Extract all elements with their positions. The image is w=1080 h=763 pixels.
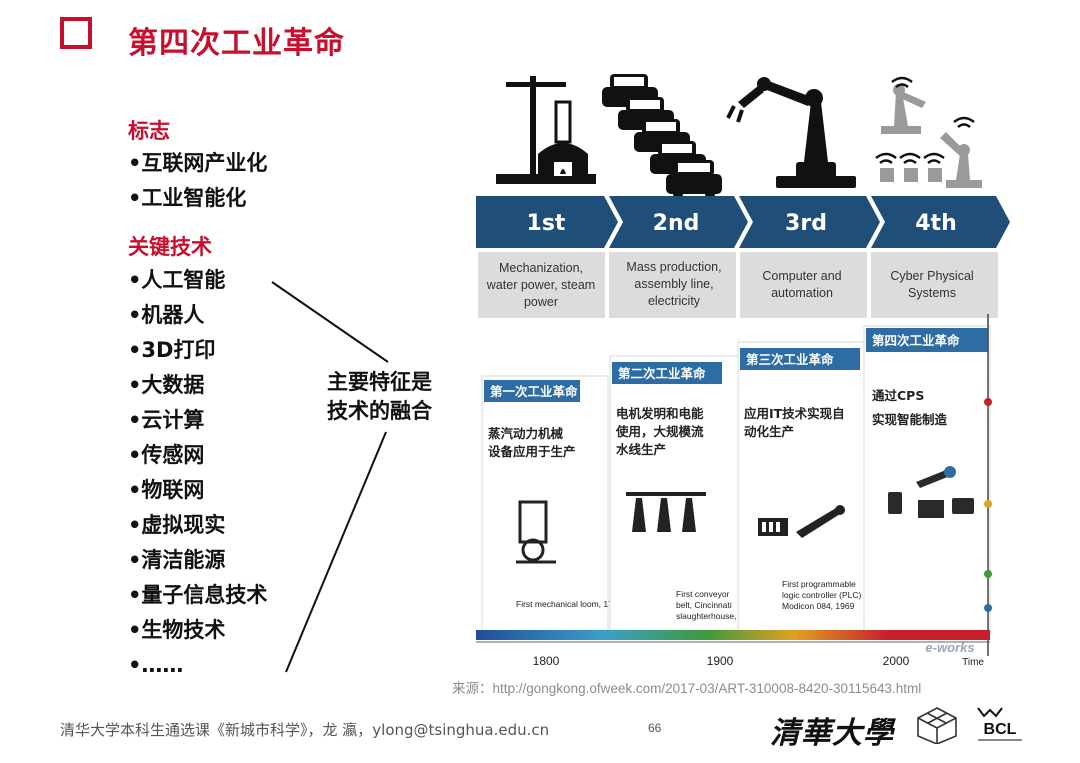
stage-label: 4th: [915, 211, 957, 236]
timeline-tick: 1900: [707, 654, 734, 668]
industrial-revolution-figure: 1st 2nd 3rd 4th Mechanization, water pow…: [476, 74, 1010, 668]
rev-body: 电机发明和电能: [616, 406, 704, 421]
section-heading-symbol: 标志: [128, 119, 170, 143]
feature-callout: 主要特征是 技术的融合: [327, 368, 432, 426]
timeline-axis-label: Time: [962, 657, 984, 668]
rev-body: 使用，大规模流: [615, 424, 704, 439]
stage-desc: power: [524, 295, 558, 309]
source-link[interactable]: 来源：http://gongkong.ofweek.com/2017-03/AR…: [452, 681, 922, 696]
list-item: •生物技术: [128, 618, 226, 642]
stage-label: 3rd: [785, 211, 827, 236]
list-item: •工业智能化: [128, 186, 247, 210]
timeline: 1800 1900 2000 Time e-works: [476, 314, 992, 668]
rev-caption: belt, Cincinnati: [676, 600, 732, 610]
stage-desc: Mass production,: [626, 260, 721, 274]
list-item: •大数据: [128, 373, 205, 397]
rev-title: 第三次工业革命: [746, 352, 834, 367]
rev-caption: First mechanical loom, 1784: [516, 599, 623, 609]
feature-line-2: 技术的融合: [327, 399, 432, 423]
page-title: 第四次工业革命: [128, 26, 345, 61]
stage-3-chevron: [739, 196, 880, 248]
stage-desc: assembly line,: [634, 277, 713, 291]
rev-title: 第二次工业革命: [618, 366, 706, 381]
tsinghua-logo: 清華大學: [770, 716, 894, 751]
stage-desc: automation: [771, 286, 833, 300]
eworks-watermark: e-works: [925, 640, 974, 655]
list-item: •虚拟现实: [128, 513, 226, 537]
robot-arm-icon: [726, 77, 856, 188]
rev-caption: logic controller (PLC): [782, 590, 862, 600]
bcl-logo: BCL: [977, 707, 1022, 741]
stage-desc: Computer and: [762, 269, 841, 283]
stage-desc: Mechanization,: [499, 261, 583, 275]
stage-4-chevron: [871, 196, 1010, 248]
rev-body: 蒸汽动力机械: [488, 426, 564, 441]
rev-body: 实现智能制造: [872, 412, 948, 427]
rev-caption: slaughterhouse, 1870: [676, 611, 758, 621]
timeline-tick: 1800: [533, 654, 560, 668]
section-heading-key-tech: 关键技术: [128, 235, 212, 259]
rev-caption: First conveyor: [676, 589, 730, 599]
stage-2-chevron: [609, 196, 748, 248]
list-item: •物联网: [128, 478, 205, 502]
list-item: •清洁能源: [128, 548, 226, 572]
stage-desc: water power, steam: [486, 278, 595, 292]
cars-icon: [602, 74, 722, 199]
rev-title: 第四次工业革命: [872, 333, 960, 348]
stage-bar: 1st 2nd 3rd 4th: [476, 196, 1010, 248]
cube-logo-icon: [917, 707, 957, 744]
connector-line-top: [271, 281, 389, 363]
stage-descriptions: Mechanization, water power, steam power …: [478, 252, 998, 318]
bcl-logo-text: BCL: [984, 721, 1017, 738]
conveyor-icon: [626, 492, 706, 532]
stage-label: 2nd: [653, 211, 700, 236]
footer-course-info: 清华大学本科生通选课《新城市科学》，龙 瀛，ylong@tsinghua.edu…: [60, 721, 550, 739]
connector-line-bottom: [285, 431, 387, 673]
list-item: •机器人: [128, 303, 205, 327]
stage-desc: Systems: [908, 286, 956, 300]
list-item: •云计算: [128, 408, 205, 432]
list-item: •互联网产业化: [128, 151, 268, 175]
stage-desc: electricity: [648, 294, 701, 308]
title-square-icon: [60, 17, 92, 49]
rev-body: 通过CPS: [872, 388, 924, 403]
symbol-list: •互联网产业化 •工业智能化: [128, 146, 267, 216]
steam-engine-icon: [496, 76, 596, 184]
rev-body: 动化生产: [744, 424, 794, 439]
rev-body: 设备应用于生产: [488, 444, 576, 459]
stage-desc: Cyber Physical: [890, 269, 973, 283]
list-item: •3D打印: [128, 338, 216, 362]
timeline-tick: 2000: [883, 654, 910, 668]
page-number: 66: [648, 721, 662, 735]
list-item: •传感网: [128, 443, 205, 467]
loom-icon: [516, 500, 556, 564]
rev-caption: Modicon 084, 1969: [782, 601, 855, 611]
list-item: •人工智能: [128, 268, 226, 292]
rev-body: 应用IT技术实现自: [744, 406, 845, 421]
stage-label: 1st: [527, 211, 566, 236]
smart-factory-icon: [888, 466, 974, 518]
rev-caption: First programmable: [782, 579, 856, 589]
cyber-physical-icon: [875, 76, 982, 188]
feature-line-1: 主要特征是: [327, 370, 432, 394]
list-item: •量子信息技术: [128, 583, 268, 607]
bcl-skyline-icon: [977, 707, 1003, 718]
plc-icon: [758, 505, 845, 538]
stage-1-chevron: [476, 196, 618, 248]
revolution-panels: 第一次工业革命 蒸汽动力机械 设备应用于生产 First mechanical …: [481, 325, 991, 639]
timeline-gradient-bar: [476, 630, 990, 640]
key-tech-list: •人工智能 •机器人 •3D打印 •大数据 •云计算 •传感网 •物联网 •虚拟…: [128, 263, 267, 683]
list-item: •……: [128, 653, 184, 677]
rev-title: 第一次工业革命: [490, 384, 578, 399]
rev-body: 水线生产: [616, 442, 666, 457]
